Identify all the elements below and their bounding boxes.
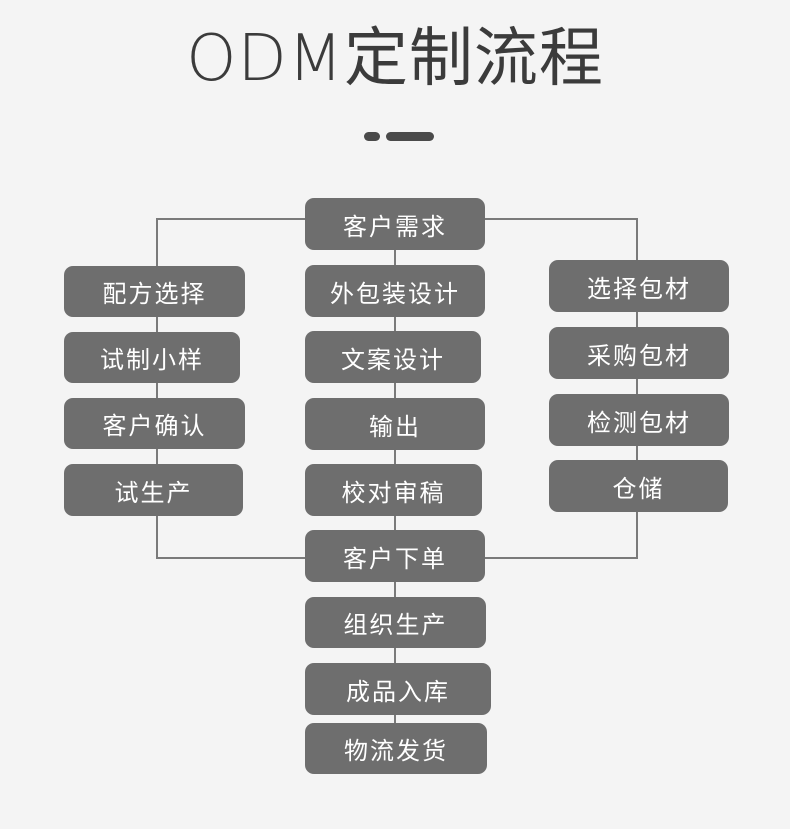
- node-middle-4[interactable]: 校对审稿: [305, 464, 482, 516]
- node-label: 输出: [369, 412, 421, 441]
- node-middle-2[interactable]: 文案设计: [305, 331, 481, 383]
- node-tail-3[interactable]: 物流发货: [305, 723, 487, 774]
- node-label: 配方选择: [102, 280, 207, 308]
- node-label: 试制小样: [100, 346, 204, 374]
- node-left-2[interactable]: 试制小样: [64, 332, 240, 383]
- node-middle-3[interactable]: 输出: [305, 398, 485, 450]
- node-tail-1[interactable]: 组织生产: [305, 597, 486, 648]
- node-label: 客户确认: [102, 412, 207, 440]
- node-label: 校对审稿: [341, 478, 446, 507]
- node-right-4[interactable]: 仓储: [549, 460, 728, 512]
- node-label: 检测包材: [587, 408, 691, 437]
- node-label: 客户下单: [343, 544, 447, 573]
- node-right-3[interactable]: 检测包材: [549, 394, 729, 446]
- node-root[interactable]: 客户需求: [305, 198, 485, 250]
- edge-root-to-right: [485, 217, 639, 260]
- node-left-4[interactable]: 试生产: [64, 464, 243, 516]
- decoration-bar-icon: [386, 132, 434, 141]
- node-left-3[interactable]: 客户确认: [64, 398, 245, 449]
- node-merge[interactable]: 客户下单: [305, 530, 485, 582]
- edge-root-to-left: [155, 217, 305, 266]
- node-middle-1[interactable]: 外包装设计: [305, 265, 485, 317]
- title-decoration: [0, 131, 790, 143]
- node-label: 采购包材: [587, 341, 691, 370]
- node-label: 外包装设计: [330, 279, 460, 308]
- node-label: 试生产: [114, 478, 193, 507]
- node-label: 组织生产: [343, 611, 448, 639]
- node-label: 文案设计: [341, 345, 445, 374]
- node-tail-2[interactable]: 成品入库: [305, 663, 491, 715]
- edge-right-to-merge: [485, 512, 639, 560]
- page-title: ODM定制流程: [186, 22, 604, 96]
- node-left-1[interactable]: 配方选择: [64, 266, 245, 317]
- node-label: 物流发货: [344, 737, 448, 765]
- node-label: 仓储: [612, 474, 665, 503]
- decoration-dot-icon: [364, 132, 380, 141]
- node-label: 选择包材: [587, 274, 691, 303]
- node-label: 客户需求: [343, 212, 447, 241]
- node-right-1[interactable]: 选择包材: [549, 260, 729, 312]
- edge-left-to-merge: [155, 516, 305, 560]
- node-right-2[interactable]: 采购包材: [549, 327, 729, 379]
- node-label: 成品入库: [346, 677, 450, 706]
